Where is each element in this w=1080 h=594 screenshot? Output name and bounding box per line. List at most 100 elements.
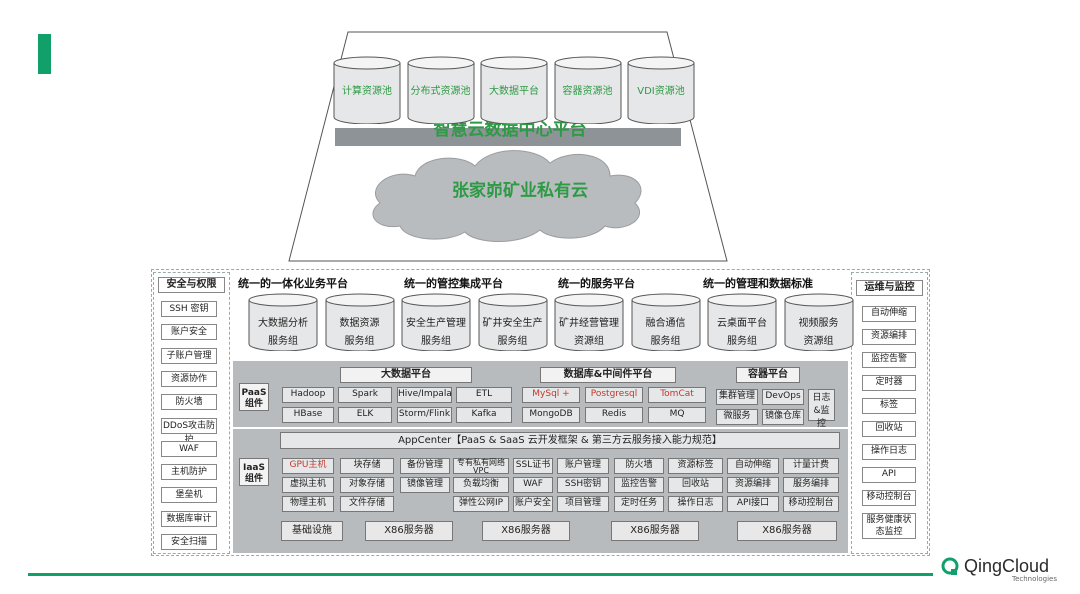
db-item: Redis — [585, 407, 643, 423]
security-panel-title: 安全与权限 — [158, 277, 225, 293]
iaas-item: 文件存储 — [340, 496, 394, 512]
security-item: 主机防护 — [161, 464, 217, 481]
db-item: TomCat — [648, 387, 706, 403]
iaas-item: 回收站 — [668, 477, 723, 493]
infra-label: 基础设施 — [281, 521, 343, 541]
service-type: 服务组 — [268, 336, 298, 347]
security-item: SSH 密钥 — [161, 301, 217, 317]
ops-item: 操作日志 — [862, 444, 916, 460]
accent-bar — [38, 34, 51, 74]
ops-item: 自动伸缩 — [862, 306, 916, 322]
iaas-item: 块存储 — [340, 458, 394, 474]
service-type: 服务组 — [497, 336, 528, 347]
iaas-item: 定时任务 — [614, 496, 664, 512]
ops-item: 标签 — [862, 398, 916, 414]
service-cylinder — [478, 293, 547, 351]
service-name: 大数据分析 — [258, 318, 308, 329]
service-name: 云桌面平台 — [717, 318, 767, 329]
architecture-frame — [151, 269, 930, 556]
iaas-item: 账户管理 — [557, 458, 609, 474]
iaas-item: 镜像管理 — [400, 477, 450, 493]
ops-item: 回收站 — [862, 421, 916, 437]
bigdata-item: ELK — [338, 407, 392, 423]
service-type: 资源组 — [574, 336, 604, 347]
logo-text: QingCloud — [964, 556, 1050, 576]
iaas-item: 移动控制台 — [783, 496, 839, 512]
iaas-item: WAF — [513, 477, 553, 493]
bigdata-item: HBase — [282, 407, 334, 423]
iaas-item: GPU主机 — [282, 458, 334, 474]
security-item: 资源协作 — [161, 370, 217, 387]
db-item: MQ — [648, 407, 706, 423]
service-name: 数据资源 — [339, 318, 380, 329]
ops-item: 移动控制台 — [862, 490, 916, 506]
ops-item: 定时器 — [862, 375, 916, 391]
x86-server: X86服务器 — [482, 521, 570, 541]
db-title: 数据库&中间件平台 — [540, 367, 676, 383]
bigdata-item: Storm/Flink — [397, 407, 452, 423]
platform-title: 智慧云数据中心平台 — [433, 120, 587, 140]
bigdata-item: Spark — [338, 387, 392, 403]
iaas-item: 物理主机 — [282, 496, 334, 512]
security-panel — [153, 272, 230, 554]
container-title: 容器平台 — [736, 367, 800, 383]
qingcloud-logo-icon — [941, 557, 959, 575]
security-item: DDoS攻击防护 — [161, 417, 217, 445]
logo-subtext: Technologies — [1012, 575, 1057, 583]
x86-server: X86服务器 — [365, 521, 453, 541]
service-type: 资源组 — [803, 336, 834, 347]
service-cylinder — [248, 293, 318, 351]
iaas-item: 服务编排 — [783, 477, 839, 493]
service-cylinder — [554, 293, 624, 351]
iaas-item: 操作日志 — [668, 496, 723, 512]
ops-item: 资源编排 — [862, 329, 916, 345]
pool-cylinder — [627, 56, 695, 124]
service-name: 安全生产管理 — [406, 318, 466, 329]
section-header: 统一的管控集成平台 — [404, 277, 503, 290]
x86-server: X86服务器 — [611, 521, 699, 541]
iaas-item: 负载均衡 — [453, 477, 509, 493]
iaas-item: 防火墙 — [614, 458, 664, 474]
iaas-item: 资源编排 — [727, 477, 779, 493]
db-item: Postgresql — [585, 387, 643, 403]
pool-label: 分布式资源池 — [410, 86, 471, 97]
security-item: 数据库审计 — [161, 510, 217, 527]
iaas-item: API接口 — [727, 496, 779, 512]
service-type: 服务组 — [650, 336, 681, 347]
bigdata-item: Hive/Impala — [397, 387, 452, 403]
security-item: 账户安全 — [161, 324, 217, 341]
bigdata-item: Hadoop — [282, 387, 334, 403]
iaas-item: 虚拟主机 — [282, 477, 334, 493]
appcenter-bar: AppCenter【PaaS & SaaS 云开发框架 & 第三方云服务接入能力… — [280, 432, 840, 449]
service-name: 矿井安全生产 — [482, 318, 543, 329]
bigdata-title: 大数据平台 — [340, 367, 472, 383]
container-item: 集群管理 — [716, 389, 758, 405]
service-cylinder — [325, 293, 394, 351]
iaas-item: 专有私有网络VPC — [453, 458, 509, 475]
bigdata-item: Kafka — [456, 407, 512, 423]
security-item: 子账户管理 — [161, 347, 217, 364]
iaas-label: IaaS 组件 — [239, 458, 269, 486]
section-header: 统一的一体化业务平台 — [238, 277, 348, 290]
iaas-item: 账户安全 — [513, 496, 553, 512]
container-item: 微服务 — [716, 409, 758, 425]
iaas-item: 计量计费 — [783, 458, 839, 474]
service-name: 融合通信 — [645, 318, 686, 329]
iaas-item: 监控告警 — [614, 477, 664, 493]
security-item: 堡垒机 — [161, 487, 217, 504]
pool-cylinder — [333, 56, 401, 124]
container-item: 镜像仓库 — [762, 409, 804, 425]
cloud-title: 张家峁矿业私有云 — [452, 181, 588, 201]
pool-label: 大数据平台 — [489, 86, 539, 97]
platform-bar — [335, 128, 681, 146]
pool-cylinder — [554, 56, 621, 124]
security-item: WAF — [161, 440, 217, 457]
container-item: DevOps — [762, 389, 804, 405]
service-cylinder — [631, 293, 700, 351]
iaas-item: 备份管理 — [400, 458, 450, 474]
paas-label: PaaS 组件 — [239, 383, 269, 411]
security-item: 防火墙 — [161, 394, 217, 411]
service-type: 服务组 — [421, 336, 451, 347]
iaas-item: 弹性公网IP — [453, 496, 509, 512]
iaas-item: SSH密钥 — [557, 477, 609, 493]
